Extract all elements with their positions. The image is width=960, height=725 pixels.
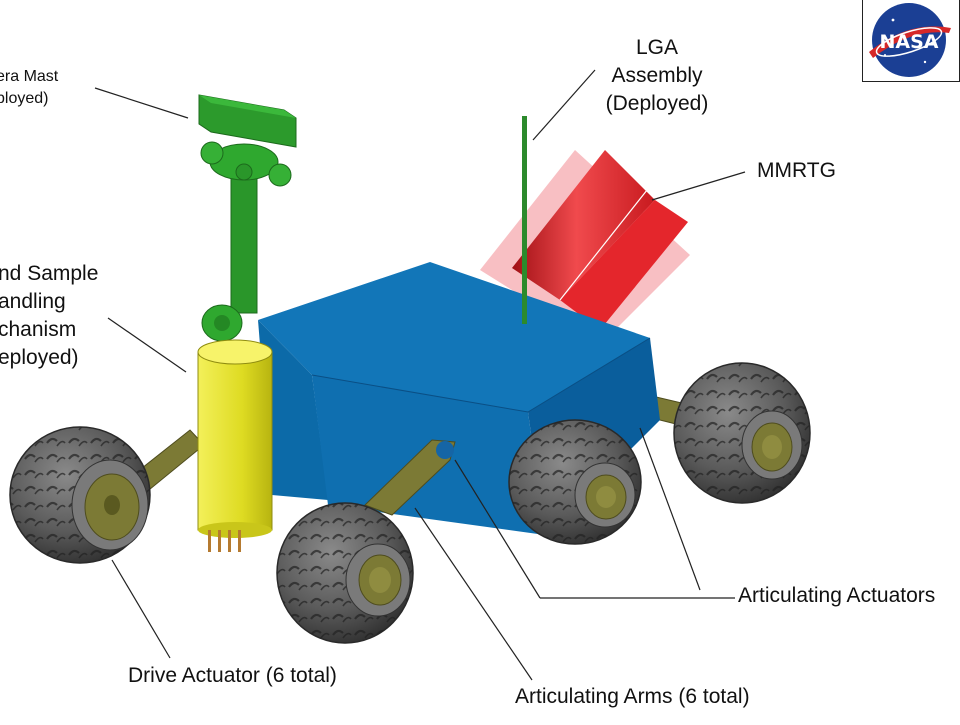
label-lga-line1: LGA xyxy=(635,36,679,59)
label-lga-assembly: LGA Assembly (Deployed) xyxy=(592,34,722,118)
leader-lines xyxy=(94,69,746,681)
nasa-logo-box: NASA xyxy=(862,0,960,82)
lga-antenna xyxy=(522,116,527,324)
label-camera-mast-line1: era Mast xyxy=(0,68,59,85)
label-camera-mast: era Mast ployed) xyxy=(0,66,58,110)
label-sample-handling: nd Sample andling chanism eployed) xyxy=(0,260,98,372)
label-sample-line4: eployed) xyxy=(0,346,79,369)
middle-arm xyxy=(364,439,456,516)
wheel-middle-right xyxy=(508,419,642,545)
label-sample-line2: andling xyxy=(0,290,66,313)
label-mmrtg: MMRTG xyxy=(757,159,836,182)
label-drive-actuator: Drive Actuator (6 total) xyxy=(128,664,337,687)
mmrtg-radiator xyxy=(480,150,690,345)
sample-handling-mechanism xyxy=(197,339,273,552)
wheel-rear-right xyxy=(673,362,811,504)
label-lga-line2: Assembly xyxy=(611,64,703,87)
camera-mast xyxy=(198,94,297,342)
label-lga-line3: (Deployed) xyxy=(605,92,709,115)
label-camera-mast-line2: ployed) xyxy=(0,90,49,107)
label-sample-line1: nd Sample xyxy=(0,262,99,285)
wheel-front-middle xyxy=(276,502,414,644)
nasa-logo: NASA xyxy=(869,3,951,77)
label-sample-line3: chanism xyxy=(0,318,77,341)
label-articulating-arms: Articulating Arms (6 total) xyxy=(515,685,750,708)
label-articulating-actuators: Articulating Actuators xyxy=(738,584,936,607)
wheel-front-left xyxy=(9,426,151,564)
nasa-logo-text: NASA xyxy=(880,31,939,53)
